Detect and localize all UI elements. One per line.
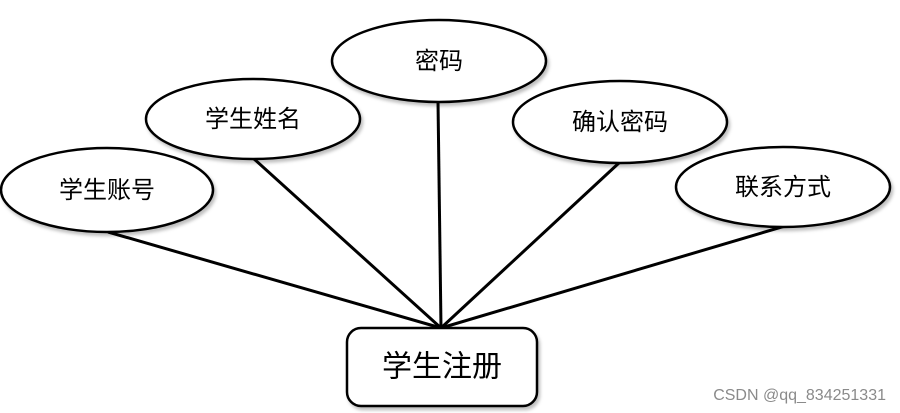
attribute-contact: 联系方式	[674, 145, 892, 229]
connector-line-student-name	[251, 156, 443, 330]
attribute-label: 确认密码	[572, 108, 668, 136]
connector-line-contact	[440, 224, 786, 330]
attribute-student-account: 学生账号	[0, 146, 215, 234]
attribute-label: 联系方式	[735, 173, 831, 201]
attribute-password: 密码	[330, 18, 548, 104]
connector-line-confirm-password	[439, 160, 622, 330]
attribute-label: 学生账号	[59, 176, 155, 204]
attribute-confirm-password: 确认密码	[511, 79, 729, 165]
watermark: CSDN @qq_834251331	[713, 387, 886, 404]
attribute-label: 学生姓名	[205, 105, 301, 133]
entity-label: 学生注册	[382, 350, 502, 385]
attribute-student-name: 学生姓名	[144, 77, 362, 161]
entity-student-registration: 学生注册	[345, 326, 539, 408]
connector-line-password	[436, 100, 443, 329]
connector-line-student-account	[107, 230, 442, 330]
attribute-label: 密码	[415, 47, 463, 75]
